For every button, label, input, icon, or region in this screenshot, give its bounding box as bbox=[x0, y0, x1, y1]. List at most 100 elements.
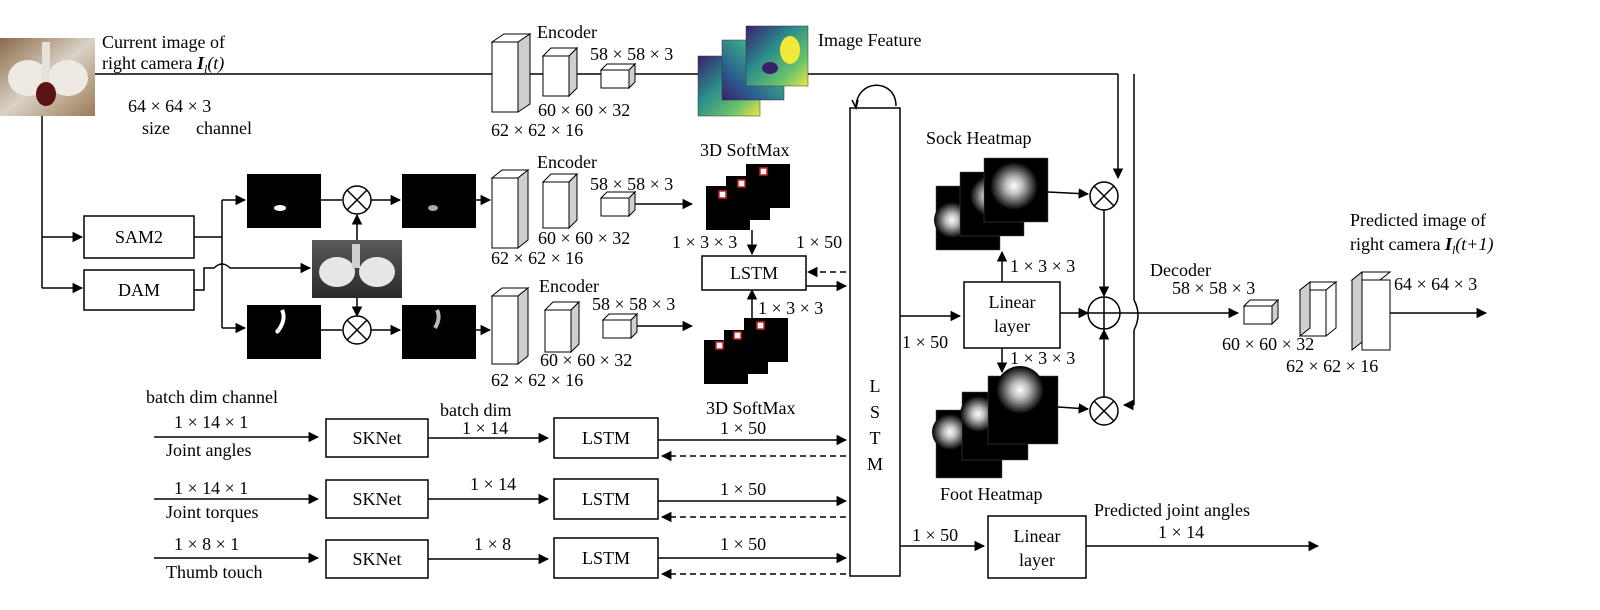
encoder-middle-dim62: 62 × 62 × 16 bbox=[491, 248, 583, 268]
sam2-box bbox=[83, 215, 195, 259]
sock-heatmap-stack bbox=[934, 157, 1049, 251]
encoder-top bbox=[490, 33, 637, 113]
lstm-label-3: LSTM bbox=[582, 548, 630, 568]
output-image-label-1: Predicted image of bbox=[1350, 210, 1486, 230]
linear-bottom-box bbox=[987, 515, 1087, 579]
main-lstm-box bbox=[849, 107, 901, 577]
sensor-row-1-name: Joint angles bbox=[166, 440, 252, 460]
masked-image-1 bbox=[402, 174, 476, 228]
linear-bottom-in-dim: 1 × 50 bbox=[912, 525, 958, 545]
sensor-row-2-dims-in: 1 × 14 × 1 bbox=[174, 478, 248, 498]
encoder-top-dim60: 60 × 60 × 32 bbox=[538, 100, 630, 120]
image-feature-stack bbox=[697, 25, 809, 117]
sensor-row-3-dims-in: 1 × 8 × 1 bbox=[174, 534, 239, 554]
encoder-bottom-dim58: 58 × 58 × 3 bbox=[592, 294, 675, 314]
mask-image-1 bbox=[247, 174, 321, 228]
lstm-box-2 bbox=[553, 478, 659, 520]
multiply-circle-1 bbox=[342, 185, 372, 215]
decoder-dim62: 62 × 62 × 16 bbox=[1286, 356, 1378, 376]
lstm-label-2: LSTM bbox=[582, 489, 630, 509]
softmax-lstm-label: LSTM bbox=[730, 263, 778, 283]
input-dims: 64 × 64 × 3 bbox=[128, 96, 211, 116]
encoder-middle bbox=[490, 168, 637, 250]
softmax-stack-top bbox=[706, 164, 790, 230]
heatmap-dim-down: 1 × 3 × 3 bbox=[1010, 348, 1075, 368]
main-lstm-letter-2: S bbox=[870, 402, 880, 422]
sknet-box-1 bbox=[325, 418, 429, 458]
linear-bottom-line1: Linear bbox=[1014, 526, 1061, 546]
dam-box bbox=[83, 269, 195, 311]
sock-heatmap-label: Sock Heatmap bbox=[926, 128, 1031, 148]
predicted-joints-label: Predicted joint angles bbox=[1094, 500, 1250, 520]
softmax-lstm-box bbox=[701, 255, 807, 291]
sam2-label: SAM2 bbox=[115, 227, 163, 247]
sensor-row-2-dims-out: 1 × 50 bbox=[720, 479, 766, 499]
main-lstm-loop bbox=[855, 84, 897, 109]
main-lstm-letter-3: T bbox=[870, 428, 881, 448]
sensor-header: batch dim channel bbox=[146, 387, 278, 407]
sensor-row-3-name: Thumb touch bbox=[166, 562, 263, 582]
heatmap-dim-up: 1 × 3 × 3 bbox=[1010, 256, 1075, 276]
encoder-middle-dim58: 58 × 58 × 3 bbox=[590, 174, 673, 194]
sknet-label-1: SKNet bbox=[353, 428, 402, 448]
encoder-bottom-dim60: 60 × 60 × 32 bbox=[540, 350, 632, 370]
lstm-label-1: LSTM bbox=[582, 428, 630, 448]
line-hop bbox=[1133, 299, 1139, 331]
encoder-top-dim58: 58 × 58 × 3 bbox=[590, 44, 673, 64]
linear-top-in-dim: 1 × 50 bbox=[902, 332, 948, 352]
linear-top-line2: layer bbox=[994, 316, 1030, 336]
sknet-label-2: SKNet bbox=[353, 489, 402, 509]
multiply-circle-2 bbox=[342, 315, 372, 345]
input-photo bbox=[0, 38, 95, 116]
main-lstm-letter-4: M bbox=[867, 454, 883, 474]
dam-out bbox=[194, 263, 310, 291]
foot-heatmap-stack bbox=[932, 366, 1059, 479]
sensor-row-1-dims-mid: 1 × 14 bbox=[462, 418, 508, 438]
encoder-top-title: Encoder bbox=[537, 22, 597, 42]
channel-label: channel bbox=[196, 118, 252, 138]
softmax-bottom-title: 3D SoftMax bbox=[706, 398, 796, 418]
decoder-dim60: 60 × 60 × 32 bbox=[1222, 334, 1314, 354]
dam-label: DAM bbox=[118, 280, 160, 300]
sensor-row-2-name: Joint torques bbox=[166, 502, 259, 522]
decoder-blocks bbox=[1242, 270, 1392, 352]
foot-multiply-circle bbox=[1089, 396, 1119, 426]
softmax-dim-133-b: 1 × 3 × 3 bbox=[758, 298, 823, 318]
output-image-label-2: right camera Il(t+1) bbox=[1350, 234, 1493, 257]
sensor-row-3-dims-out: 1 × 50 bbox=[720, 534, 766, 554]
sock-to-mult bbox=[1047, 188, 1090, 199]
image-feature-label: Image Feature bbox=[818, 30, 921, 50]
sensor-batch-dim: batch dim bbox=[440, 400, 511, 420]
encoder-bottom-dim62: 62 × 62 × 16 bbox=[491, 370, 583, 390]
sensor-row-2-dims-mid: 1 × 14 bbox=[470, 474, 516, 494]
encoder-middle-title: Encoder bbox=[537, 152, 597, 172]
lstm-box-1 bbox=[553, 417, 659, 459]
depth-image bbox=[312, 240, 402, 298]
sensor-row-1-dims-out: 1 × 50 bbox=[720, 418, 766, 438]
decoder-dim58: 58 × 58 × 3 bbox=[1172, 278, 1255, 298]
predicted-joints-dims: 1 × 14 bbox=[1158, 522, 1204, 542]
sensor-row-1-dims-in: 1 × 14 × 1 bbox=[174, 412, 248, 432]
softmax-stack-bottom bbox=[704, 318, 788, 384]
encoder-bottom bbox=[490, 286, 639, 366]
linear-top-box bbox=[963, 281, 1061, 349]
softmax-dim-133-a: 1 × 3 × 3 bbox=[672, 232, 737, 252]
encoder-bottom-title: Encoder bbox=[539, 276, 599, 296]
sum-circle bbox=[1087, 296, 1121, 330]
mask-image-2 bbox=[247, 305, 321, 359]
softmax-top-title: 3D SoftMax bbox=[700, 140, 790, 160]
size-label: size bbox=[142, 118, 170, 138]
softmax-dim-150: 1 × 50 bbox=[796, 232, 842, 252]
masked-image-2 bbox=[402, 305, 476, 359]
lstm-box-3 bbox=[553, 537, 659, 579]
encoder-top-dim62: 62 × 62 × 16 bbox=[491, 120, 583, 140]
current-image-label-1: Current image of bbox=[102, 32, 225, 52]
current-image-label-2: right camera Il(t) bbox=[102, 53, 224, 76]
main-lstm-loop-arrow bbox=[851, 99, 859, 111]
foot-to-mult bbox=[1057, 403, 1090, 414]
encoder-middle-dim60: 60 × 60 × 32 bbox=[538, 228, 630, 248]
decoder-dim64: 64 × 64 × 3 bbox=[1394, 274, 1477, 294]
linear-top-line1: Linear bbox=[989, 292, 1036, 312]
main-lstm-letter-1: L bbox=[870, 376, 881, 396]
